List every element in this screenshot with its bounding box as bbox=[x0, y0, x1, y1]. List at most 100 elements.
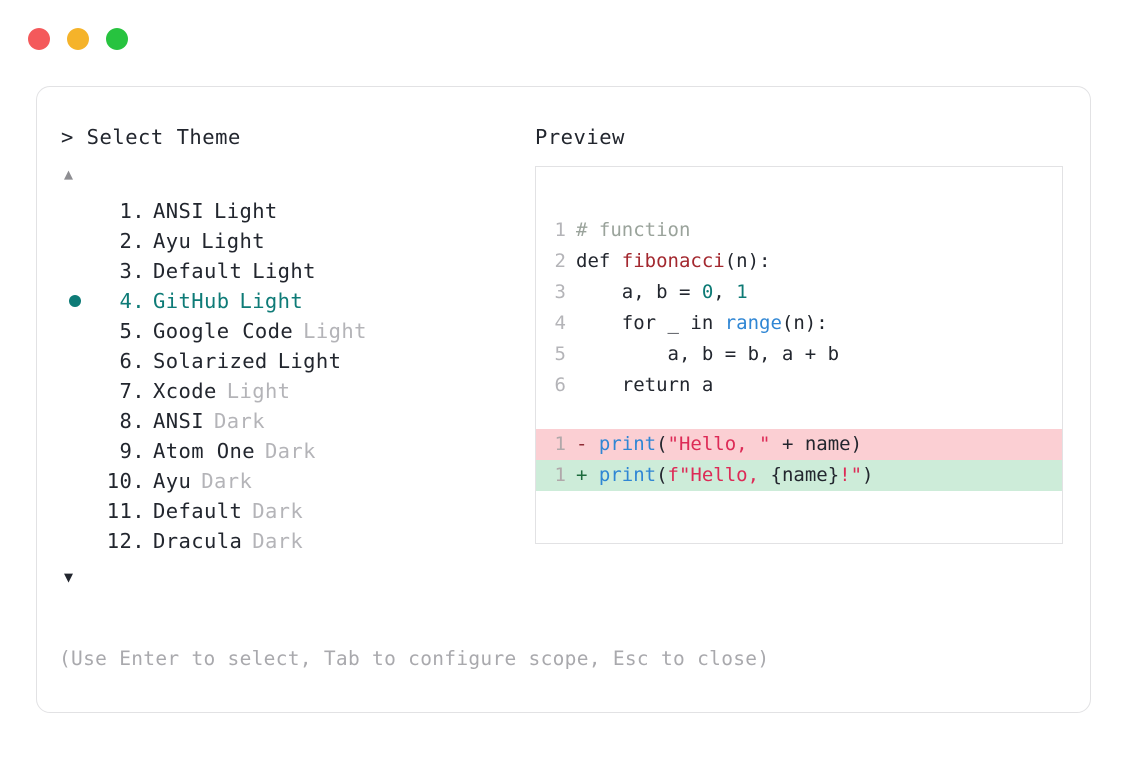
line-number: 1 bbox=[554, 432, 566, 455]
code-token: + name) bbox=[770, 432, 863, 455]
code-token: print bbox=[598, 432, 657, 455]
selected-bullet-icon bbox=[69, 294, 81, 307]
code-token: , bbox=[713, 280, 737, 303]
line-number: 1 bbox=[554, 218, 566, 241]
theme-item-name: Ayu bbox=[153, 228, 192, 253]
theme-item-name: Google Code bbox=[153, 318, 294, 343]
code-line: 2 def fibonacci(n): bbox=[536, 246, 1062, 277]
theme-item-index: 5. bbox=[119, 318, 145, 343]
code-token: !" bbox=[839, 463, 863, 486]
maximize-button[interactable] bbox=[106, 28, 128, 50]
line-number: 1 bbox=[554, 463, 566, 486]
theme-item-variant: Dark bbox=[213, 408, 265, 433]
code-text: # function bbox=[576, 215, 690, 246]
line-number: 6 bbox=[554, 373, 566, 396]
code-text: return a bbox=[576, 370, 714, 401]
line-number: 4 bbox=[554, 311, 566, 334]
code-token: ( bbox=[656, 432, 668, 455]
scroll-down-icon[interactable]: ▼ bbox=[64, 567, 74, 586]
code-line: 5 a, b = b, a + b bbox=[536, 339, 1062, 370]
theme-list-item[interactable]: 6. Solarized Light bbox=[61, 346, 531, 376]
theme-item-index: 1. bbox=[119, 198, 145, 223]
theme-item-name: Ayu bbox=[153, 468, 192, 493]
theme-list-item[interactable]: 1. ANSI Light bbox=[61, 196, 531, 226]
theme-item-variant: Light bbox=[226, 378, 291, 403]
theme-item-name: Default bbox=[153, 498, 243, 523]
close-button[interactable] bbox=[28, 28, 50, 50]
line-number: 2 bbox=[554, 249, 566, 272]
theme-item-index: 7. bbox=[119, 378, 145, 403]
code-token: 0 bbox=[701, 280, 714, 303]
theme-item-index: 12. bbox=[106, 528, 145, 553]
code-text: a, b = 0, 1 bbox=[576, 277, 748, 308]
theme-item-variant: Light bbox=[201, 228, 265, 253]
theme-item-variant: Light bbox=[252, 258, 316, 283]
theme-item-name: Default bbox=[153, 258, 243, 283]
code-spacer bbox=[536, 401, 1062, 429]
theme-list-item[interactable]: 8. ANSI Dark bbox=[61, 406, 531, 436]
theme-item-name: ANSI bbox=[153, 408, 204, 433]
code-text: a, b = b, a + b bbox=[576, 339, 840, 370]
line-number: 5 bbox=[554, 342, 566, 365]
theme-list-item[interactable]: 9. Atom One Dark bbox=[61, 436, 531, 466]
code-token: ) bbox=[862, 463, 874, 486]
window-controls bbox=[28, 28, 128, 50]
code-token: range bbox=[724, 311, 782, 334]
code-text: print(f"Hello, {name}!") bbox=[599, 460, 874, 491]
theme-item-index: 10. bbox=[106, 468, 145, 493]
code-line: 4 for _ in range(n): bbox=[536, 308, 1062, 339]
theme-item-variant: Dark bbox=[201, 468, 253, 493]
minimize-button[interactable] bbox=[67, 28, 89, 50]
code-line: 1 # function bbox=[536, 215, 1062, 246]
preview-title: Preview bbox=[535, 125, 625, 149]
code-token: (n): bbox=[781, 311, 828, 334]
theme-item-variant: Light bbox=[213, 198, 278, 223]
theme-item-index: 9. bbox=[119, 438, 145, 463]
code-token: (n): bbox=[724, 249, 771, 272]
code-token: def bbox=[576, 249, 622, 272]
theme-item-index: 4. bbox=[119, 288, 145, 313]
theme-item-variant: Light bbox=[277, 348, 342, 373]
theme-item-variant: Light bbox=[239, 288, 304, 313]
theme-item-name: ANSI bbox=[153, 198, 204, 223]
code-token: {name} bbox=[770, 463, 840, 486]
code-token: for _ in bbox=[576, 311, 725, 334]
theme-list-item[interactable]: 5. Google Code Light bbox=[61, 316, 531, 346]
theme-item-index: 8. bbox=[119, 408, 145, 433]
code-token: f"Hello, bbox=[667, 463, 771, 486]
theme-item-variant: Dark bbox=[264, 438, 316, 463]
select-theme-prompt: > Select Theme bbox=[61, 125, 241, 149]
code-token: return a bbox=[576, 373, 714, 396]
theme-item-name: Atom One bbox=[153, 438, 255, 463]
code-token: fibonacci bbox=[621, 249, 725, 272]
theme-item-variant: Dark bbox=[252, 498, 304, 523]
theme-item-variant: Light bbox=[303, 318, 367, 343]
code-text: for _ in range(n): bbox=[576, 308, 828, 339]
theme-list-item[interactable]: 10. Ayu Dark bbox=[61, 466, 531, 496]
diff-line: 1- print("Hello, " + name) bbox=[536, 428, 1062, 460]
code-line: 6 return a bbox=[536, 370, 1062, 401]
theme-item-index: 6. bbox=[119, 348, 145, 373]
code-token: a, b = b, a + b bbox=[576, 342, 840, 365]
scroll-up-icon[interactable]: ▲ bbox=[64, 164, 74, 183]
code-token: # function bbox=[576, 218, 691, 241]
code-token: print bbox=[598, 463, 657, 486]
theme-item-name: Solarized bbox=[153, 348, 268, 373]
code-token: ( bbox=[656, 463, 668, 486]
theme-item-name: GitHub bbox=[153, 288, 230, 313]
diff-line: 1+ print(f"Hello, {name}!") bbox=[536, 459, 1062, 491]
theme-list-item[interactable]: 4. GitHub Light bbox=[61, 286, 531, 316]
code-token: 1 bbox=[736, 280, 748, 303]
diff-sign: - bbox=[576, 432, 599, 455]
theme-item-name: Dracula bbox=[153, 528, 243, 553]
